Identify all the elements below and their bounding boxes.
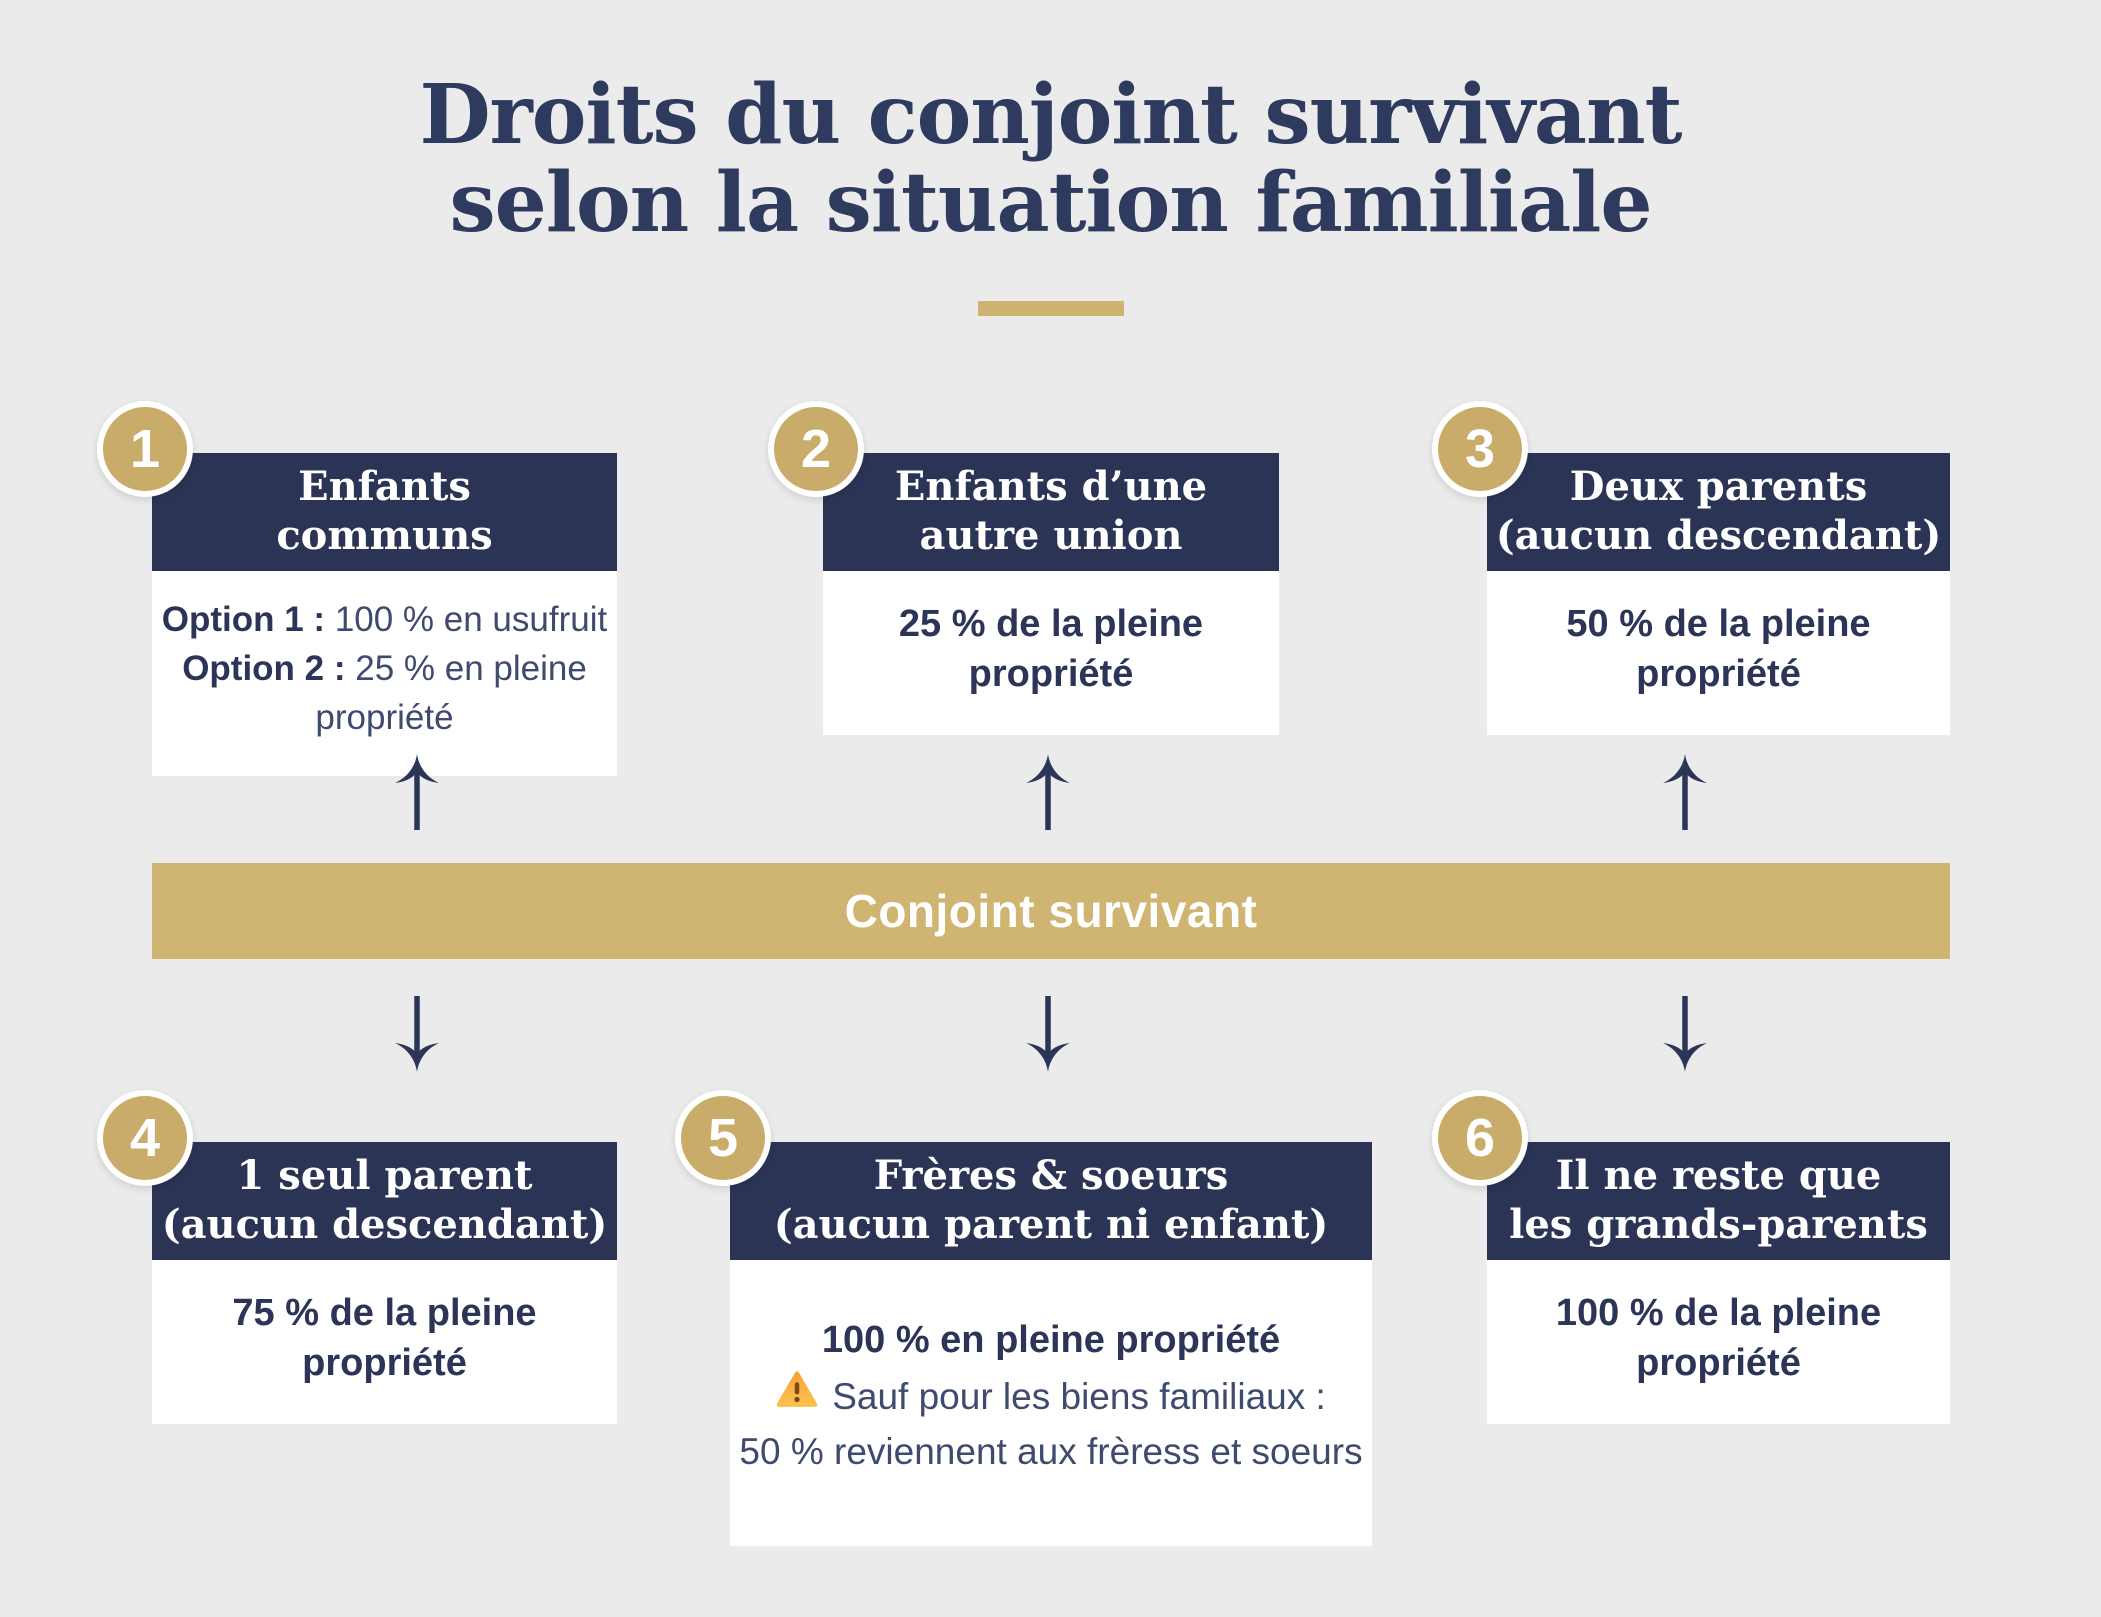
box-body: 50 % de la pleine propriété: [1487, 570, 1950, 735]
down-arrow-1: [387, 992, 447, 1076]
box-body: 75 % de la pleine propriété: [152, 1259, 617, 1424]
box-body: Option 1 : 100 % en usufruit Option 2 : …: [152, 570, 617, 776]
conjoint-survivant-label: Conjoint survivant: [844, 885, 1258, 937]
warning-triangle-icon: [776, 1369, 818, 1425]
step-number: 4: [129, 1108, 161, 1168]
header-line2: les grands-parents: [1509, 1200, 1928, 1248]
header-line2: autre union: [919, 511, 1183, 559]
step-number: 1: [129, 419, 161, 479]
box-freres-soeurs: 5 Frères & soeurs (aucun parent ni enfan…: [675, 1090, 1372, 1546]
step-badge-4: 4: [97, 1090, 193, 1186]
header-line1: Enfants: [298, 463, 471, 510]
header-line1: Enfants d’une: [894, 463, 1208, 510]
warning-line: Sauf pour les biens familiaux :: [730, 1369, 1372, 1425]
page-title: Droits du conjoint survivant selon la si…: [0, 67, 2101, 251]
box-header: Enfants communs: [152, 453, 617, 571]
step-number: 5: [707, 1108, 739, 1168]
body-main-line: 100 % en pleine propriété: [821, 1318, 1281, 1361]
step-number: 6: [1464, 1108, 1496, 1168]
header-line2: (aucun parent ni enfant): [773, 1200, 1329, 1248]
box-header: Il ne reste que les grands-parents: [1487, 1142, 1950, 1260]
option1-label: Option 1 :: [161, 599, 326, 639]
up-arrow-2: [1018, 750, 1078, 834]
box-body: 100 % de la pleine propriété: [1487, 1259, 1950, 1424]
header-line2: (aucun descendant): [1495, 511, 1942, 559]
header-line1: Deux parents: [1569, 463, 1868, 510]
page-title-line2: selon la situation familiale: [449, 154, 1652, 251]
option2-text: 25 % en pleine: [355, 648, 587, 688]
option1-text: 100 % en usufruit: [334, 599, 608, 639]
box-body: 100 % en pleine propriété: [730, 1259, 1372, 1546]
warning-text: Sauf pour les biens familiaux :: [832, 1375, 1326, 1417]
box-header: 1 seul parent (aucun descendant): [152, 1142, 617, 1260]
step-badge-2: 2: [768, 401, 864, 497]
box-body: 25 % de la pleine propriété: [823, 570, 1279, 735]
title-underline-divider: [978, 301, 1124, 316]
header-line1: 1 seul parent: [236, 1152, 533, 1199]
box-grands-parents: 6 Il ne reste que les grands-parents 100…: [1432, 1090, 1950, 1424]
box-enfants-communs: 1 Enfants communs Option 1 : 100 % en us…: [97, 401, 617, 776]
warning-detail: 50 % reviennent aux frèress et soeurs: [739, 1431, 1363, 1473]
up-arrow-1: [387, 750, 447, 834]
box-header: Deux parents (aucun descendant): [1487, 453, 1950, 571]
header-line1: Il ne reste que: [1555, 1152, 1882, 1199]
header-line1: Frères & soeurs: [873, 1152, 1229, 1199]
option2-continuation: propriété: [315, 697, 454, 737]
option2-line: Option 2 : 25 % en pleine: [156, 644, 613, 693]
option2-label: Option 2 :: [182, 648, 346, 688]
box-header: Enfants d’une autre union: [823, 453, 1279, 571]
box-enfants-autre-union: 2 Enfants d’une autre union 25 % de la p…: [768, 401, 1279, 735]
header-line2: (aucun descendant): [161, 1200, 608, 1248]
down-arrow-3: [1655, 992, 1715, 1076]
box-un-seul-parent: 4 1 seul parent (aucun descendant) 75 % …: [97, 1090, 617, 1424]
option1-line: Option 1 : 100 % en usufruit: [156, 595, 613, 644]
down-arrow-2: [1018, 992, 1078, 1076]
step-badge-6: 6: [1432, 1090, 1528, 1186]
step-number: 3: [1464, 419, 1496, 479]
header-line2: communs: [276, 511, 493, 559]
step-badge-3: 3: [1432, 401, 1528, 497]
step-badge-1: 1: [97, 401, 193, 497]
up-arrow-3: [1655, 750, 1715, 834]
box-header: Frères & soeurs (aucun parent ni enfant): [730, 1142, 1372, 1260]
conjoint-survivant-bar: Conjoint survivant: [152, 863, 1950, 959]
step-badge-5: 5: [675, 1090, 771, 1186]
box-deux-parents: 3 Deux parents (aucun descendant) 50 % d…: [1432, 401, 1950, 735]
page-title-line1: Droits du conjoint survivant: [419, 67, 1682, 163]
step-number: 2: [800, 419, 832, 479]
